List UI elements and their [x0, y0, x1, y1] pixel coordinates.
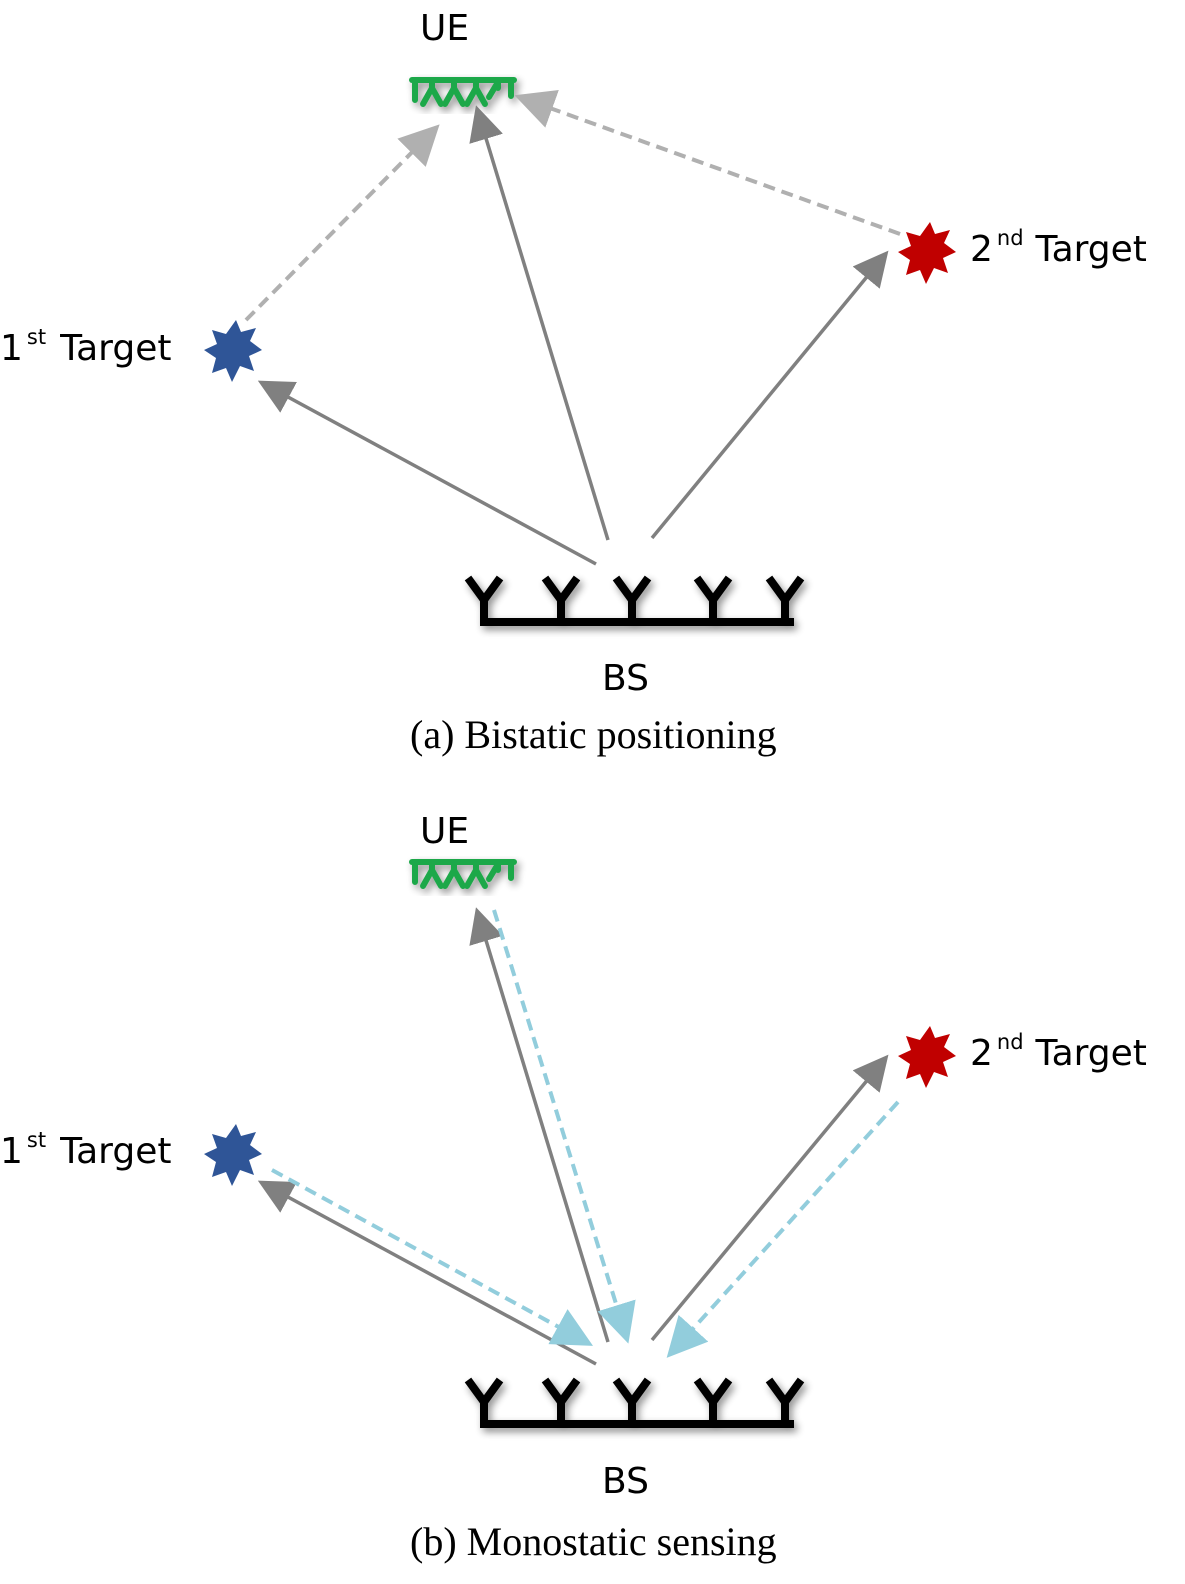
bs-icon [464, 575, 805, 626]
ue-label: UE [420, 8, 469, 49]
ue-icon [409, 859, 517, 889]
target2-label: 2 nd Target [970, 1030, 1147, 1074]
arrow-bs-to-target2 [650, 250, 889, 540]
caption-a: (a) Bistatic positioning [410, 712, 777, 757]
bs-label: BS [602, 1461, 649, 1502]
target1-icon [204, 320, 262, 382]
ue-label: UE [420, 811, 469, 852]
arrow-bs-to-ue [469, 105, 610, 541]
target1-label: 1 st Target [0, 1128, 171, 1172]
target1-label: 1 st Target [0, 325, 171, 369]
echo-arrows [271, 909, 900, 1358]
direct-arrows [257, 907, 889, 1366]
echo-ue-to-bs [492, 909, 636, 1344]
bs-icon [464, 1377, 805, 1428]
echo-target1-to-bs [271, 1168, 594, 1346]
ue-icon [409, 77, 517, 107]
bs-label: BS [602, 658, 649, 699]
target2-icon [898, 222, 956, 284]
arrow-bs-to-target2 [650, 1054, 889, 1342]
arrow-bs-to-target1 [257, 1180, 597, 1366]
echo-target2-to-bs [666, 1100, 900, 1358]
reflected-arrows [244, 90, 901, 322]
target2-label: 2 nd Target [970, 226, 1147, 270]
arrow-target2-to-ue [514, 90, 901, 236]
direct-arrows [257, 105, 889, 566]
arrow-bs-to-ue [469, 907, 610, 1343]
caption-b: (b) Monostatic sensing [410, 1519, 777, 1564]
arrow-target1-to-ue [244, 124, 440, 322]
panel-b: UE 1 st Target 2 nd Target BS [0, 811, 1147, 1564]
panel-a: UE 1 st Target 2 nd Target BS [0, 8, 1147, 757]
arrow-bs-to-target1 [257, 380, 597, 566]
target1-icon [204, 1124, 262, 1186]
target2-icon [898, 1026, 956, 1088]
